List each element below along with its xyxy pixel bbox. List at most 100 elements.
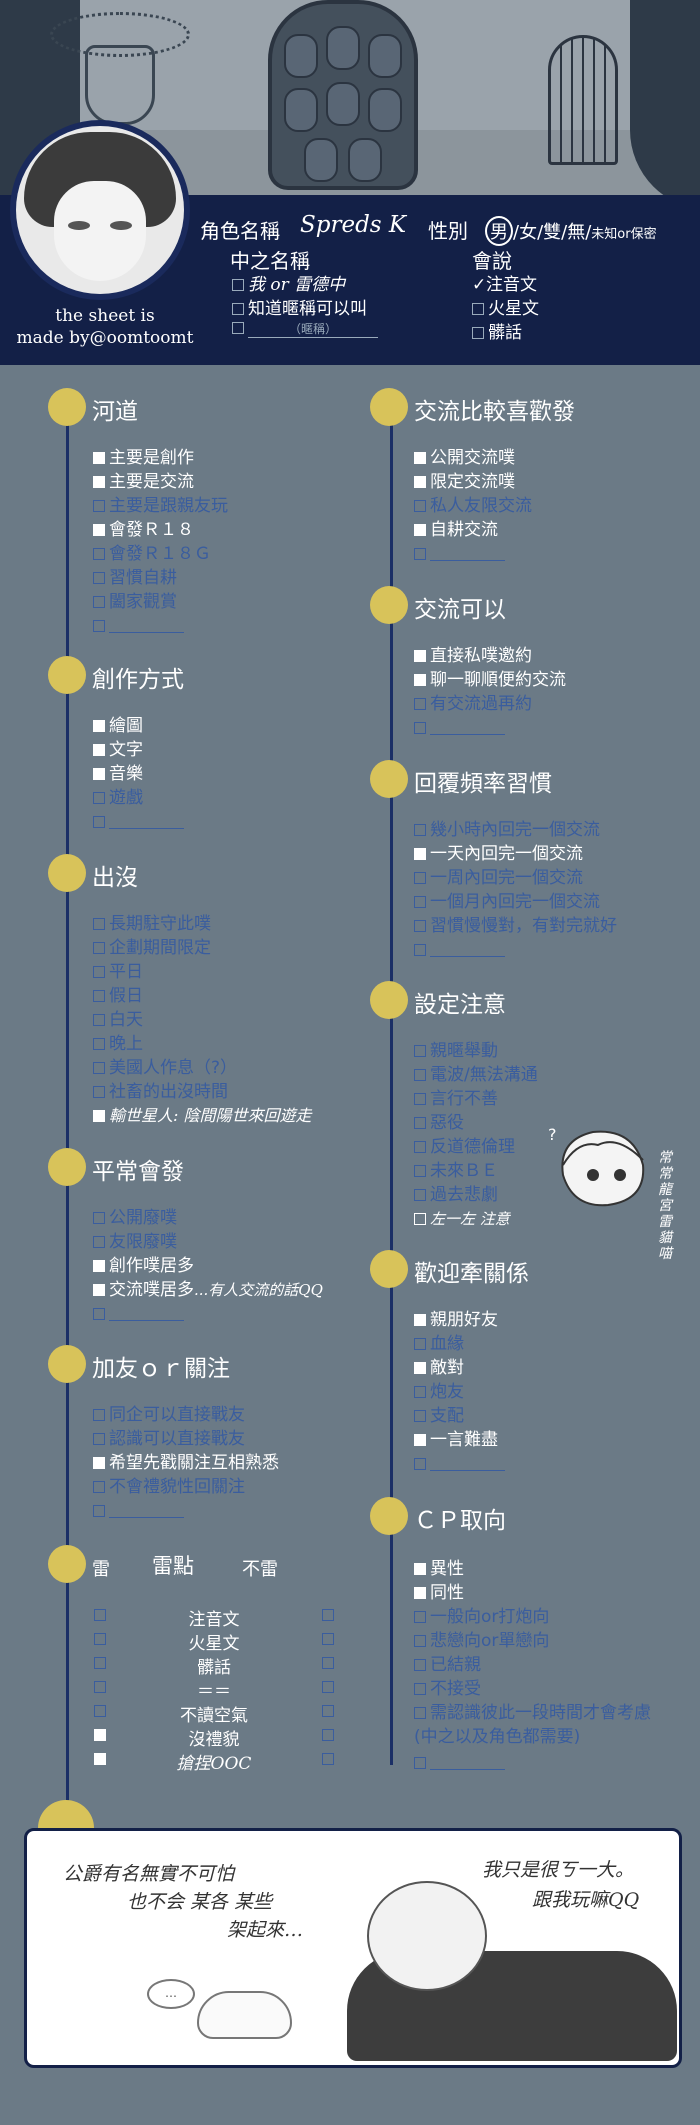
hedao-item: 主要是交流	[93, 471, 194, 493]
chumo-item: 白天	[93, 1009, 143, 1031]
qianguanxi-item: 血緣	[414, 1333, 464, 1355]
section-dot	[370, 1497, 408, 1535]
jiayou-item: 認識可以直接戰友	[93, 1428, 245, 1450]
lei-row: 注音文	[94, 1605, 334, 1630]
cp-item: 需認識彼此一段時間才會考慮	[414, 1702, 651, 1724]
jiayou-item: 同企可以直接戰友	[93, 1404, 245, 1426]
gender-options-rest: /女/雙/無/	[513, 222, 592, 243]
cp-item: 已結親	[414, 1654, 481, 1676]
chumo-item: 假日	[93, 985, 143, 1007]
right-timeline	[390, 405, 393, 1765]
chuangzuo-item: 音樂	[93, 763, 143, 785]
sheding-item: 電波/無法溝通	[414, 1064, 538, 1086]
hedao-item: 闔家觀賞	[93, 591, 177, 613]
section-dot	[48, 1545, 86, 1583]
section-title-jiaoliu: 交流比較喜歡發	[414, 399, 575, 425]
section-dot	[48, 656, 86, 694]
jiayou-item: 不會禮貌性回關注	[93, 1476, 245, 1498]
lei-head-mid: 雷點	[152, 1554, 194, 1578]
section-title-chuangzuo: 創作方式	[92, 667, 184, 693]
huifu-item: 一個月內回完一個交流	[414, 891, 600, 913]
character-head-drawing	[367, 1881, 487, 1991]
section-title-sheding: 設定注意	[414, 992, 506, 1018]
pingchang-item: 創作噗居多	[93, 1255, 194, 1277]
huifu-blank	[414, 939, 505, 961]
side-note: 常常龍宮雷貓喵	[658, 1150, 672, 1262]
lei-row: 搶捏OOC	[94, 1749, 334, 1774]
section-dot	[48, 1148, 86, 1186]
hedao-blank	[93, 615, 184, 637]
lei-row: 不讀空氣	[94, 1701, 334, 1726]
qianguanxi-item: 支配	[414, 1405, 464, 1427]
pingchang-item: 交流噗居多...有人交流的話QQ	[93, 1279, 323, 1301]
gender-options: 男/女/雙/無/未知or保密	[485, 216, 657, 246]
left-message-2: 也不会 某各 某些	[127, 1891, 273, 1913]
qianguanxi-item: 親朋好友	[414, 1309, 498, 1331]
speak-option-1: ✓注音文	[472, 275, 537, 295]
chinese-name-label: 中之名稱	[230, 249, 310, 273]
credit-line-1: the sheet is	[55, 306, 155, 326]
lei-head-left: 雷	[92, 1559, 110, 1580]
cp-item: 同性	[414, 1582, 464, 1604]
credit-line-2: made by@oomtoomt	[16, 328, 194, 348]
hedao-item: 會發Ｒ１８	[93, 519, 194, 541]
lei-row: 火星文	[94, 1629, 334, 1654]
lei-head-right: 不雷	[242, 1559, 278, 1580]
lei-row: ＝＝	[94, 1677, 334, 1702]
section-dot	[370, 981, 408, 1019]
keyi-item: 直接私噗邀約	[414, 645, 532, 667]
right-message-2: 跟我玩嘛QQ	[532, 1889, 640, 1911]
jiaoliu-item: 私人友限交流	[414, 495, 532, 517]
qianguanxi-item: 炮友	[414, 1381, 464, 1403]
sheet-credit: the sheet is made by@oomtoomt	[0, 305, 210, 349]
pingchang-blank	[93, 1303, 184, 1325]
section-title-qianguanxi: 歡迎牽關係	[414, 1261, 529, 1287]
jiayou-item: 希望先戳關注互相熟悉	[93, 1452, 279, 1474]
section-title-hedao: 河道	[92, 399, 138, 425]
qianguanxi-item: 敵對	[414, 1357, 464, 1379]
sheding-item: 惡役	[414, 1112, 464, 1134]
sheding-item: 言行不善	[414, 1088, 498, 1110]
hedao-item: 主要是創作	[93, 447, 194, 469]
section-dot	[370, 760, 408, 798]
jiayou-blank	[93, 1500, 184, 1522]
chuangzuo-item: 遊戲	[93, 787, 143, 809]
hedao-item: 習慣自耕	[93, 567, 177, 589]
lei-row: 髒話	[94, 1653, 334, 1678]
avatar	[10, 120, 190, 300]
section-dot	[370, 586, 408, 624]
sheding-item: 親暱舉動	[414, 1040, 498, 1062]
sheding-item: 反道德倫理	[414, 1136, 515, 1158]
section-dot	[48, 388, 86, 426]
cp-item: 悲戀向or單戀向	[414, 1630, 549, 1652]
chumo-note: 輸世星人: 陰間陽世來回遊走	[93, 1105, 311, 1127]
chinese-name-option-2: 知道暱稱可以叫	[232, 294, 367, 319]
section-dot	[48, 854, 86, 892]
keyi-item: 聊一聊順便約交流	[414, 669, 566, 691]
chumo-item: 平日	[93, 961, 143, 983]
cp-item-note: (中之以及角色都需要)	[414, 1727, 581, 1747]
curtain-right	[630, 0, 700, 195]
lei-row: 沒禮貌	[94, 1725, 334, 1750]
huifu-item: 一天內回完一個交流	[414, 843, 583, 865]
right-message-1: 我只是很ㄎ一大。	[482, 1859, 635, 1881]
bunny-drawing	[197, 1991, 292, 2039]
keyi-blank	[414, 717, 505, 739]
chuangzuo-item: 繪圖	[93, 715, 143, 737]
huifu-item: 幾小時內回完一個交流	[414, 819, 600, 841]
header-illustration	[0, 0, 700, 195]
cp-item: 一般向or打炮向	[414, 1606, 549, 1628]
keyi-item: 有交流過再約	[414, 693, 532, 715]
sheding-item: 過去悲劇	[414, 1184, 498, 1206]
qianguanxi-item: 一言難盡	[414, 1429, 498, 1451]
vase	[85, 45, 155, 125]
qianguanxi-blank	[414, 1453, 505, 1475]
gender-label: 性別	[428, 219, 468, 243]
section-title-cp: ＣＰ取向	[414, 1508, 506, 1534]
chibi-doodle: ?	[548, 1125, 645, 1207]
chuangzuo-blank	[93, 811, 184, 833]
cp-blank	[414, 1752, 505, 1774]
chumo-item: 企劃期間限定	[93, 937, 211, 959]
left-message-1: 公爵有名無實不可怕	[63, 1863, 235, 1885]
section-title-huifu: 回覆頻率習慣	[414, 771, 552, 797]
